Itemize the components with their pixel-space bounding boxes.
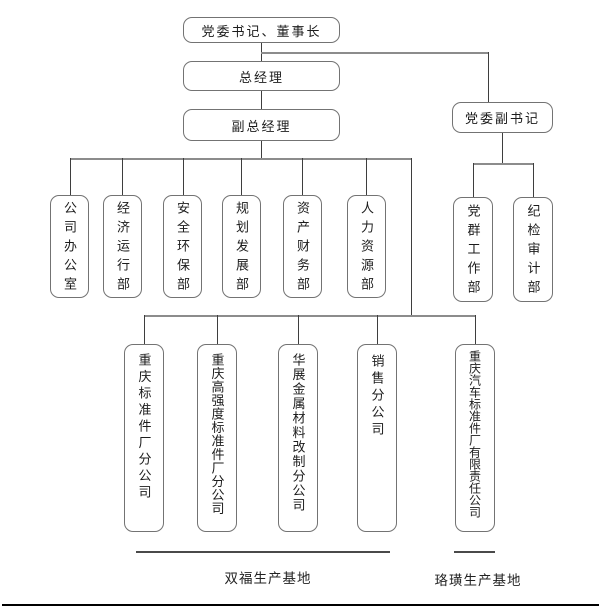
connector-stub-dept-3 [183,158,184,195]
node-general-manager: 总经理 [183,61,340,91]
connector-stub-dept-5 [302,158,303,195]
connector-main-down [411,158,412,316]
node-deputy-general-manager-label: 副总经理 [231,118,292,134]
node-sub-cq-high-strength: 重庆高强度标准件厂分公司 [197,344,237,532]
bracket-shuangfu-base [136,551,390,553]
connector-party-rail [473,163,534,165]
connector-chairman-right-branch [261,52,488,54]
node-sub-huazhan-metal: 华展金属材料改制分公司 [278,344,318,532]
connector-subsidiaries-rail [144,315,476,317]
node-dept-company-office: 公司办公室 [50,195,89,298]
label-luohuang-production-base: 珞璜生产基地 [434,573,522,588]
connector-stub-sub-1 [144,315,145,344]
node-discipline-audit-dept-label: 纪检审计部 [525,204,541,299]
node-dept-economic-operation: 经济运行部 [103,195,142,298]
node-sub-huazhan-metal-label: 华展金属材料改制分公司 [290,353,306,513]
node-deputy-party-secretary-label: 党委副书记 [464,111,540,126]
connector-dgm-main [261,141,262,158]
node-sub-sales-branch-label: 销售分公司 [369,354,385,439]
connector-stub-dept-6 [366,158,367,195]
node-dept-planning-development-label: 规划发展部 [234,201,249,296]
node-dept-asset-finance-label: 资产财务部 [295,201,310,296]
node-party-mass-work-dept-label: 党群工作部 [465,204,481,299]
node-general-manager-label: 总经理 [238,69,284,85]
footer-rule [2,604,599,606]
node-party-mass-work-dept: 党群工作部 [453,197,493,302]
connector-stub-dept-2 [122,158,123,195]
node-party-secretary-chairman-label: 党委书记、董事长 [201,23,322,39]
connector-stub-dept-4 [241,158,242,195]
node-sub-cq-high-strength-label: 重庆高强度标准件厂分公司 [209,353,225,515]
connector-stub-sub-5 [475,315,476,344]
bracket-luohuang-base [454,551,495,553]
node-sub-cq-auto-standard: 重庆汽车标准件厂有限责任公司 [455,344,495,532]
connector-dps-down [502,133,503,163]
connector-stub-sub-4 [377,315,378,344]
node-dept-safety-environment: 安全环保部 [163,195,202,298]
node-dept-company-office-label: 公司办公室 [62,201,77,296]
connector-stub-dept-1 [70,158,71,195]
node-dept-asset-finance: 资产财务部 [283,195,322,298]
node-party-secretary-chairman: 党委书记、董事长 [183,17,340,43]
node-deputy-party-secretary: 党委副书记 [452,102,553,133]
connector-to-deputy-party-secretary [488,52,489,102]
connector-stub-party-2 [533,163,534,197]
connector-stub-party-1 [473,163,474,197]
connector-stub-sub-2 [217,315,218,344]
node-dept-economic-operation-label: 经济运行部 [115,201,130,296]
node-dept-human-resources-label: 人力资源部 [359,201,374,296]
node-deputy-general-manager: 副总经理 [183,109,340,141]
node-dept-human-resources: 人力资源部 [347,195,386,298]
node-dept-planning-development: 规划发展部 [222,195,261,298]
node-sub-cq-auto-standard-label: 重庆汽车标准件厂有限责任公司 [467,350,482,518]
node-sub-cq-standard-parts: 重庆标准件厂分公司 [124,344,164,532]
label-shuangfu-production-base: 双福生产基地 [224,571,312,586]
node-sub-cq-standard-parts-label: 重庆标准件厂分公司 [136,353,152,502]
node-dept-safety-environment-label: 安全环保部 [175,201,190,296]
connector-gm-dgm [261,91,262,109]
node-sub-sales-branch: 销售分公司 [357,344,397,532]
connector-stub-sub-3 [298,315,299,344]
node-discipline-audit-dept: 纪检审计部 [513,197,553,302]
